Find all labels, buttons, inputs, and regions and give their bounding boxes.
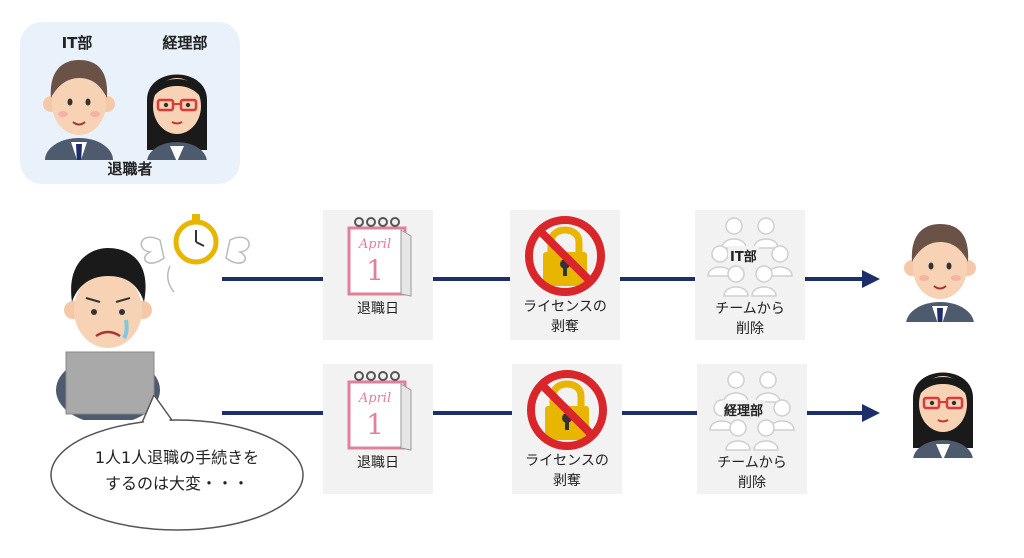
team-badge-accounting: 経理部 [722, 400, 766, 419]
calendar-day: 1 [366, 408, 384, 441]
calendar-icon: April 1 [347, 370, 413, 452]
prohibited-lock-icon [527, 368, 607, 452]
step-label-license-line2: 剥奪 [551, 319, 579, 335]
legend-caption: 退職者 [107, 160, 153, 178]
team-badge-it: IT部 [728, 246, 759, 265]
legend-it-label: IT部 [61, 34, 93, 52]
step-label-team-line1: チームから [717, 455, 787, 471]
step-label-license-line1: ライセンスの [525, 453, 609, 469]
step-label-team-line1: チームから [715, 301, 785, 317]
calendar-day: 1 [366, 254, 384, 287]
step-label-team-line2: 削除 [736, 321, 764, 337]
it-man-result-avatar [903, 223, 977, 322]
prohibited-lock-icon [525, 214, 605, 298]
accounting-woman-result-avatar [911, 371, 975, 458]
calendar-icon: April 1 [347, 216, 413, 298]
calendar-month: April [358, 391, 391, 406]
it-man-avatar [42, 59, 116, 160]
step-label-retirement-date: 退職日 [357, 455, 399, 471]
step-label-license-line2: 剥奪 [553, 473, 581, 489]
accounting-woman-avatar [145, 73, 209, 160]
legend-accounting-label: 経理部 [162, 34, 208, 52]
step-label-retirement-date: 退職日 [357, 301, 399, 317]
step-label-team-line2: 削除 [738, 475, 766, 491]
worried-worker-illustration [56, 248, 160, 420]
calendar-month: April [358, 237, 391, 252]
arrowhead-row-1 [862, 270, 880, 288]
bubble-line-2: するのは大変・・・ [104, 474, 249, 493]
step-label-license-line1: ライセンスの [523, 299, 607, 315]
clock-with-wings-icon [140, 214, 250, 293]
arrowhead-row-2 [862, 404, 880, 422]
bubble-line-1: 1人1人退職の手続きを [94, 448, 260, 467]
speech-bubble-icon [50, 395, 304, 531]
